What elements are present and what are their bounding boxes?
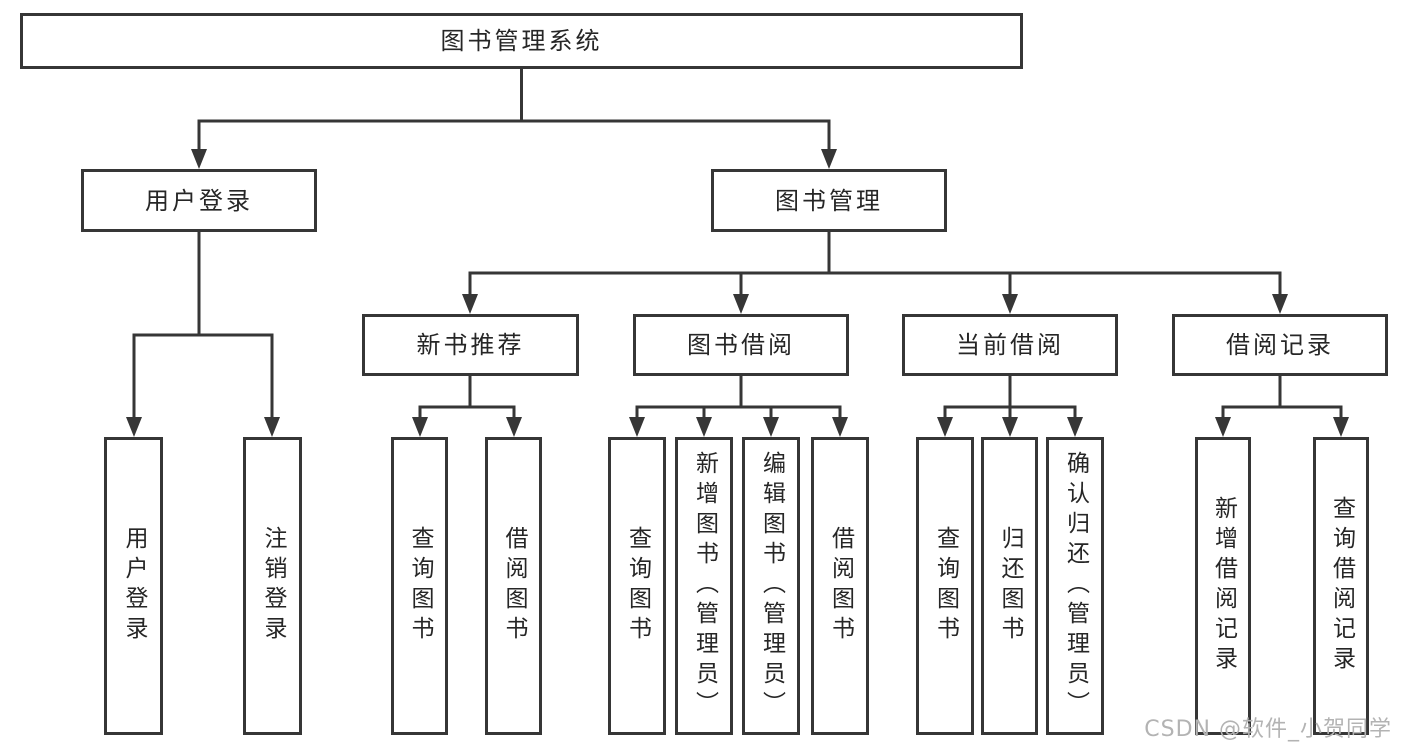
arrowhead xyxy=(1333,417,1349,437)
arrowhead xyxy=(1002,294,1018,314)
node-label: 查询图书 xyxy=(407,526,433,646)
arrowhead xyxy=(696,417,712,437)
arrowhead xyxy=(191,149,207,169)
node-label: 借阅图书 xyxy=(501,526,527,646)
arrowhead xyxy=(412,417,428,437)
node-new-book-recommend: 新书推荐 xyxy=(362,314,579,376)
connector-root-to-level2 xyxy=(191,68,837,169)
node-label: 新书推荐 xyxy=(416,331,525,359)
node-label: 借阅记录 xyxy=(1226,331,1334,359)
node-label: 确认归还（管理员） xyxy=(1062,451,1089,721)
node-label: 用户登录 xyxy=(145,186,253,215)
arrowhead xyxy=(506,417,522,437)
node-label: 查询图书 xyxy=(624,526,651,646)
connector-borrow-records-split xyxy=(1215,375,1349,437)
node-label: 图书借阅 xyxy=(687,331,795,359)
leaf-search-books-recommend: 查询图书 xyxy=(391,437,448,735)
node-label: 借阅图书 xyxy=(827,526,854,646)
leaf-borrow-books-recommend: 借阅图书 xyxy=(485,437,542,735)
arrowhead xyxy=(821,149,837,169)
leaf-add-borrow-record: 新增借阅记录 xyxy=(1195,437,1251,735)
arrowhead xyxy=(126,417,142,437)
node-label: 编辑图书（管理员） xyxy=(758,451,785,721)
node-book-management: 图书管理 xyxy=(711,169,947,232)
leaf-logout: 注销登录 xyxy=(243,437,302,735)
node-label: 图书管理系统 xyxy=(440,27,603,55)
arrowhead xyxy=(832,417,848,437)
arrowhead xyxy=(264,417,280,437)
node-user-login: 用户登录 xyxy=(81,169,317,232)
leaf-search-books-borrowing: 查询图书 xyxy=(608,437,666,735)
leaf-edit-book-admin: 编辑图书（管理员） xyxy=(742,437,800,735)
arrowhead xyxy=(733,294,749,314)
leaf-add-book-admin: 新增图书（管理员） xyxy=(675,437,733,735)
arrowhead xyxy=(1067,417,1083,437)
leaf-confirm-return-admin: 确认归还（管理员） xyxy=(1046,437,1104,735)
connector-current-borrow-split xyxy=(937,375,1083,437)
node-label: 注销登录 xyxy=(260,526,286,646)
arrowhead xyxy=(629,417,645,437)
watermark: CSDN @软件_小贺同学 xyxy=(1144,717,1392,742)
leaf-return-books: 归还图书 xyxy=(981,437,1038,735)
connector-new-book-split xyxy=(412,375,522,437)
node-label: 图书管理 xyxy=(775,186,883,215)
arrowhead xyxy=(1215,417,1231,437)
node-borrow-records: 借阅记录 xyxy=(1172,314,1388,376)
arrowhead xyxy=(1002,417,1018,437)
node-book-borrowing: 图书借阅 xyxy=(633,314,849,376)
node-label: 新增借阅记录 xyxy=(1210,496,1237,676)
arrowhead xyxy=(462,294,478,314)
leaf-user-login: 用户登录 xyxy=(104,437,163,735)
node-label: 用户登录 xyxy=(121,526,147,646)
leaf-borrow-books-borrowing: 借阅图书 xyxy=(811,437,869,735)
arrowhead xyxy=(1272,294,1288,314)
connector-user-login-to-children xyxy=(126,231,280,437)
node-label: 当前借阅 xyxy=(956,331,1064,359)
arrowhead xyxy=(763,417,779,437)
node-current-borrowing: 当前借阅 xyxy=(902,314,1118,376)
node-label: 归还图书 xyxy=(997,526,1023,646)
connector-book-borrow-split xyxy=(629,375,848,437)
node-library-system: 图书管理系统 xyxy=(20,13,1023,69)
node-label: 查询借阅记录 xyxy=(1328,496,1355,676)
leaf-search-books-current: 查询图书 xyxy=(916,437,974,735)
node-label: 查询图书 xyxy=(932,526,959,646)
arrowhead xyxy=(937,417,953,437)
connector-book-management-to-level3 xyxy=(462,231,1288,314)
leaf-search-borrow-record: 查询借阅记录 xyxy=(1313,437,1369,735)
node-label: 新增图书（管理员） xyxy=(691,451,718,721)
